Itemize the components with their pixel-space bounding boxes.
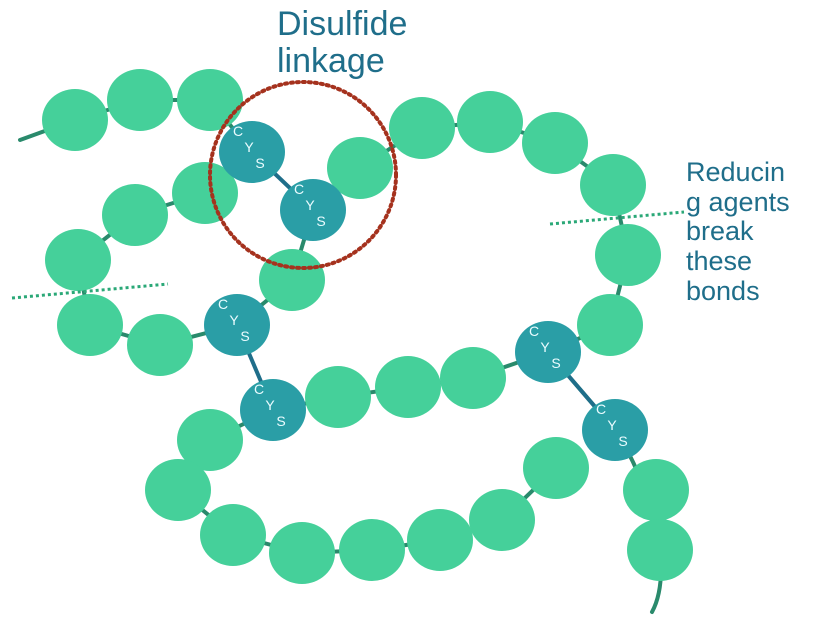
cys-letter: S [551, 355, 560, 371]
amino-acid-bead [595, 224, 661, 286]
amino-acid-bead [339, 519, 405, 581]
cys-letter: S [618, 433, 627, 449]
cys-letter: S [255, 155, 264, 171]
reducing-agents-label: Reducin g agents break these bonds [686, 157, 790, 306]
amino-acid-bead [440, 347, 506, 409]
amino-acid-bead [407, 509, 473, 571]
cys-letter: S [276, 413, 285, 429]
cys-letter: Y [265, 397, 275, 413]
amino-acid-bead [145, 459, 211, 521]
cys-letter: C [294, 181, 304, 197]
cys-letter: S [240, 328, 249, 344]
cysteine-bead [582, 399, 648, 461]
cysteine-bead [515, 321, 581, 383]
amino-acid-bead [200, 504, 266, 566]
cys-letter: Y [305, 197, 315, 213]
cys-letter: Y [229, 312, 239, 328]
amino-acid-bead [327, 137, 393, 199]
amino-acid-bead [522, 112, 588, 174]
amino-acid-bead [469, 489, 535, 551]
cysteine-bead [240, 379, 306, 441]
amino-acid-bead [577, 294, 643, 356]
disulfide-label-line: linkage [277, 41, 385, 80]
cut-line-right [549, 210, 685, 226]
cys-letter: Y [607, 417, 617, 433]
amino-acid-bead [45, 229, 111, 291]
cys-letter: Y [244, 139, 254, 155]
amino-acid-bead [42, 89, 108, 151]
reducing-label-line: bonds [686, 275, 760, 306]
amino-acid-bead [102, 184, 168, 246]
amino-acid-bead [623, 459, 689, 521]
amino-acid-bead [457, 91, 523, 153]
amino-acid-bead [127, 314, 193, 376]
cys-letter: C [254, 381, 264, 397]
reducing-label-line: g agents [686, 186, 790, 217]
amino-acid-bead [259, 249, 325, 311]
disulfide-linkage-label: Disulfide linkage [277, 6, 407, 79]
reducing-label-line: break [686, 216, 754, 247]
amino-acid-bead [107, 69, 173, 131]
amino-acid-bead [523, 437, 589, 499]
disulfide-highlight-circle [208, 80, 398, 270]
cysteine-bead [280, 179, 346, 241]
amino-acid-bead [375, 356, 441, 418]
amino-acid-bead [580, 154, 646, 216]
cut-line-left [11, 282, 169, 300]
reducing-label-line: these [686, 246, 753, 277]
cys-letter: C [529, 323, 539, 339]
amino-acid-bead [177, 69, 243, 131]
amino-acid-bead [389, 97, 455, 159]
cys-letter: S [316, 213, 325, 229]
cys-letter: C [218, 296, 228, 312]
amino-acid-bead [305, 366, 371, 428]
cysteine-bead [219, 121, 285, 183]
amino-acid-bead [269, 522, 335, 584]
cys-letter: C [596, 401, 606, 417]
amino-acid-bead [627, 519, 693, 581]
amino-acid-bead [177, 409, 243, 471]
disulfide-label-line: Disulfide [277, 5, 408, 43]
cys-letter: C [233, 123, 243, 139]
amino-acid-bead [172, 162, 238, 224]
reducing-label-line: Reducin [686, 157, 786, 187]
cysteine-bead [204, 294, 270, 356]
amino-acid-bead [57, 294, 123, 356]
cys-letter: Y [540, 339, 550, 355]
